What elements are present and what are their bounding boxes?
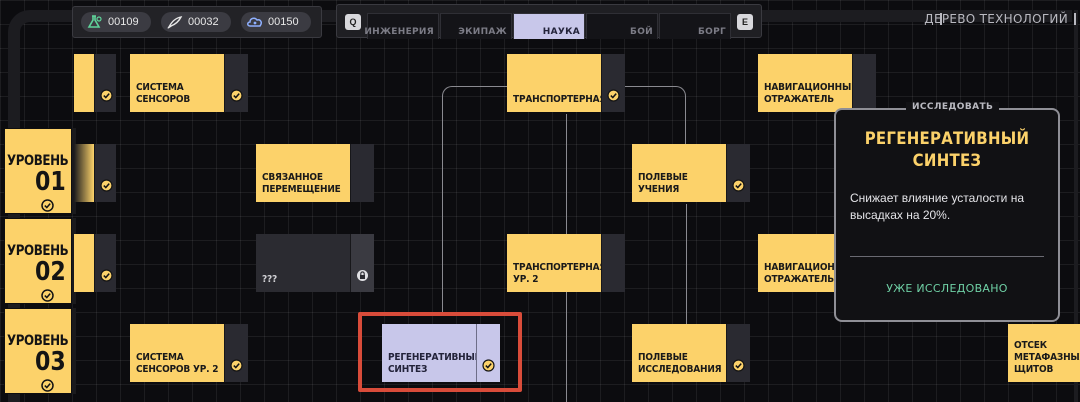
page-title: ДЕРЕВО ТЕХНОЛОГИЙ (924, 12, 1068, 26)
level-1-number: 01 (35, 167, 66, 197)
tab-engineering[interactable]: ИНЖЕНЕРИЯ (364, 13, 439, 39)
tech-card-transport[interactable]: ТРАНСПОРТЕРНАЯ (507, 54, 625, 112)
check-circle-icon (732, 359, 745, 377)
check-circle-icon (41, 289, 54, 307)
tech-card-transport-2[interactable]: ТРАНСПОРТЕРНАЯ УР. 2 (507, 234, 625, 292)
tech-card-unknown[interactable]: ??? (256, 234, 374, 292)
tech-card-stub-1[interactable] (74, 144, 192, 202)
tech-card-label: СИСТЕМА СЕНСОРОВ УР. 2 (130, 324, 224, 382)
tech-card-label: РЕГЕНЕРАТИВНЫЙ СИНТЕЗ (382, 324, 482, 382)
tech-card-stub-2[interactable] (74, 234, 192, 292)
connector-field-down (686, 204, 687, 324)
check-circle-icon (100, 179, 113, 197)
tab-crew[interactable]: ЭКИПАЖ (440, 13, 512, 39)
tech-card-label: ТРАНСПОРТЕРНАЯ УР. 2 (507, 234, 606, 292)
resource-bar: 00109 00032 00150 (72, 6, 322, 38)
research-popup-divider (850, 256, 1044, 257)
research-popup-tag: ИССЛЕДОВАТЬ (906, 102, 1000, 112)
tech-card-label: СВЯЗАННОЕ ПЕРЕМЕЩЕНИЕ (256, 144, 350, 202)
tech-card-label: ПОЛЕВЫЕ ИССЛЕДОВАНИЯ (632, 324, 726, 382)
level-2-marker: УРОВЕНЬ 02 (4, 218, 72, 304)
check-circle-icon (607, 89, 620, 107)
lock-icon (356, 269, 369, 287)
connector-transport2-down (566, 292, 567, 402)
level-3-number: 03 (35, 347, 66, 377)
check-circle-icon (100, 269, 113, 287)
connector-transport-down (566, 114, 567, 236)
tech-card-label: НАВИГАЦИОННЫЙ ОТРАЖАТЕЛЬ (758, 54, 859, 112)
resource-data-value: 00150 (268, 16, 299, 28)
tech-card-stub-top[interactable] (74, 54, 192, 112)
prev-tab-key[interactable]: Q (345, 14, 361, 30)
title-tick-left (940, 13, 942, 25)
research-popup-description: Снижает влияние усталости на высадках на… (850, 191, 1024, 222)
resource-crew-value: 00032 (188, 16, 219, 28)
level-3-marker: УРОВЕНЬ 03 (4, 308, 72, 394)
selection-highlight (358, 312, 522, 392)
tech-card-sensors[interactable]: СИСТЕМА СЕНСОРОВ (130, 54, 248, 112)
level-2-word: УРОВЕНЬ (7, 243, 69, 259)
level-2-number: 02 (35, 257, 66, 287)
feather-quill-icon (166, 15, 184, 29)
title-tick-right (1074, 13, 1076, 25)
tech-card-sensors-2[interactable]: СИСТЕМА СЕНСОРОВ УР. 2 (130, 324, 248, 382)
tech-card-label: ??? (256, 234, 350, 292)
science-flask-icon (86, 15, 104, 29)
tech-card-label: ТРАНСПОРТЕРНАЯ (507, 54, 606, 112)
resource-crew: 00032 (161, 12, 231, 32)
tech-card-label: ОТСЕК МЕТАФАЗНЫХ ЩИТОВ (1008, 324, 1080, 382)
tab-science[interactable]: НАУКА (513, 13, 585, 39)
research-popup-title: РЕГЕНЕРАТИВНЫЙ СИНТЕЗ (864, 129, 1030, 171)
tech-card-field-training[interactable]: ПОЛЕВЫЕ УЧЕНИЯ (632, 144, 750, 202)
research-popup-panel (834, 108, 1060, 322)
tech-card-label: СИСТЕМА СЕНСОРОВ (130, 54, 224, 112)
level-3-word: УРОВЕНЬ (7, 333, 69, 349)
tab-borg[interactable]: БОРГ (659, 13, 731, 39)
tab-combat[interactable]: БОЙ (586, 13, 658, 39)
check-circle-icon (41, 199, 54, 217)
check-circle-icon (100, 89, 113, 107)
tech-card-regen-synthesis[interactable]: РЕГЕНЕРАТИВНЫЙ СИНТЕЗ (382, 324, 500, 382)
next-tab-key[interactable]: E (737, 14, 753, 30)
category-tabs: Q ИНЖЕНЕРИЯ ЭКИПАЖ НАУКА БОЙ БОРГ E (336, 4, 762, 39)
resource-data: 00150 (241, 12, 311, 32)
check-circle-icon (41, 379, 54, 397)
tech-card-nav-reflector[interactable]: НАВИГАЦИОННЫЙ ОТРАЖАТЕЛЬ (758, 54, 876, 112)
check-circle-icon (230, 359, 243, 377)
level-1-marker: УРОВЕНЬ 01 (4, 128, 72, 214)
tech-card-metaphase-bay[interactable]: ОТСЕК МЕТАФАЗНЫХ ЩИТОВ (1008, 324, 1080, 382)
check-circle-icon (482, 359, 495, 377)
level-3-shade (72, 308, 76, 394)
resource-science: 00109 (81, 12, 151, 32)
frame-right (1074, 10, 1078, 402)
level-1-word: УРОВЕНЬ (7, 153, 69, 169)
connector-transport-right (566, 86, 686, 146)
resource-science-value: 00109 (108, 16, 139, 28)
tech-card-label: ПОЛЕВЫЕ УЧЕНИЯ (632, 144, 726, 202)
tech-card-linked-move[interactable]: СВЯЗАННОЕ ПЕРЕМЕЩЕНИЕ (256, 144, 374, 202)
research-status: УЖЕ ИССЛЕДОВАНО (886, 282, 1008, 295)
research-popup: ИССЛЕДОВАТЬ РЕГЕНЕРАТИВНЫЙ СИНТЕЗ Снижае… (834, 102, 1060, 322)
check-circle-icon (732, 179, 745, 197)
check-circle-icon (230, 89, 243, 107)
cloud-data-icon (246, 15, 264, 29)
connector-transport-left (442, 86, 566, 316)
tech-card-field-research[interactable]: ПОЛЕВЫЕ ИССЛЕДОВАНИЯ (632, 324, 750, 382)
